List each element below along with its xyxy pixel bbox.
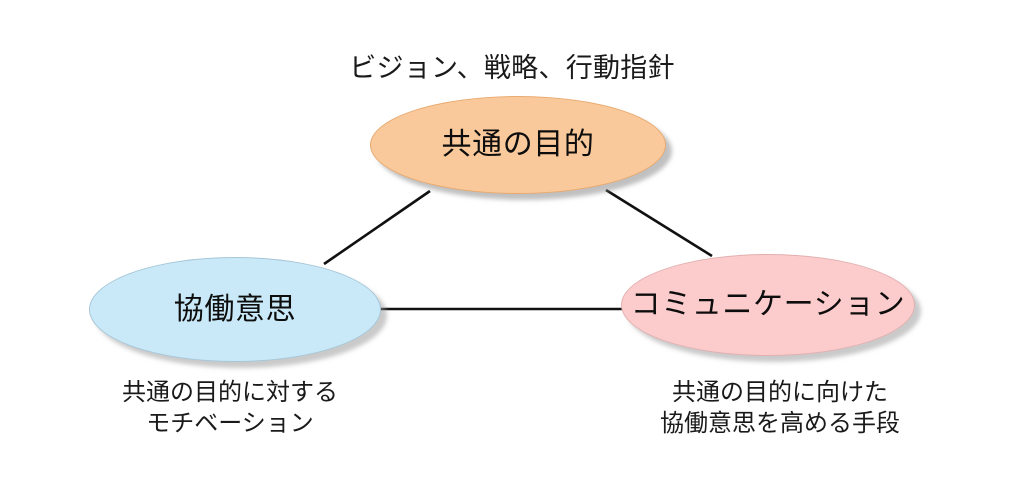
caption-left-line-1: 共通の目的に対する: [122, 379, 338, 406]
edge-purpose-willingness: [323, 189, 431, 266]
edge-purpose-communication: [605, 188, 713, 258]
node-willingness-to-cooperate[interactable]: 協働意思: [89, 257, 381, 362]
caption-right: 共通の目的に向けた 協働意思を高める手段: [620, 378, 940, 439]
top-annotation-label: ビジョン、戦略、行動指針: [349, 53, 675, 83]
node-communication-label: コミュニケーション: [630, 288, 906, 321]
node-common-purpose-label: 共通の目的: [441, 128, 595, 161]
node-communication[interactable]: コミュニケーション: [621, 254, 915, 356]
node-common-purpose[interactable]: 共通の目的: [370, 96, 666, 194]
caption-right-line-1: 共通の目的に向けた: [672, 379, 888, 406]
caption-left-line-2: モチベーション: [146, 409, 314, 437]
node-willingness-to-cooperate-label: 協働意思: [173, 292, 297, 326]
caption-right-line-2: 協働意思を高める手段: [660, 409, 900, 437]
caption-left: 共通の目的に対する モチベーション: [80, 378, 380, 439]
